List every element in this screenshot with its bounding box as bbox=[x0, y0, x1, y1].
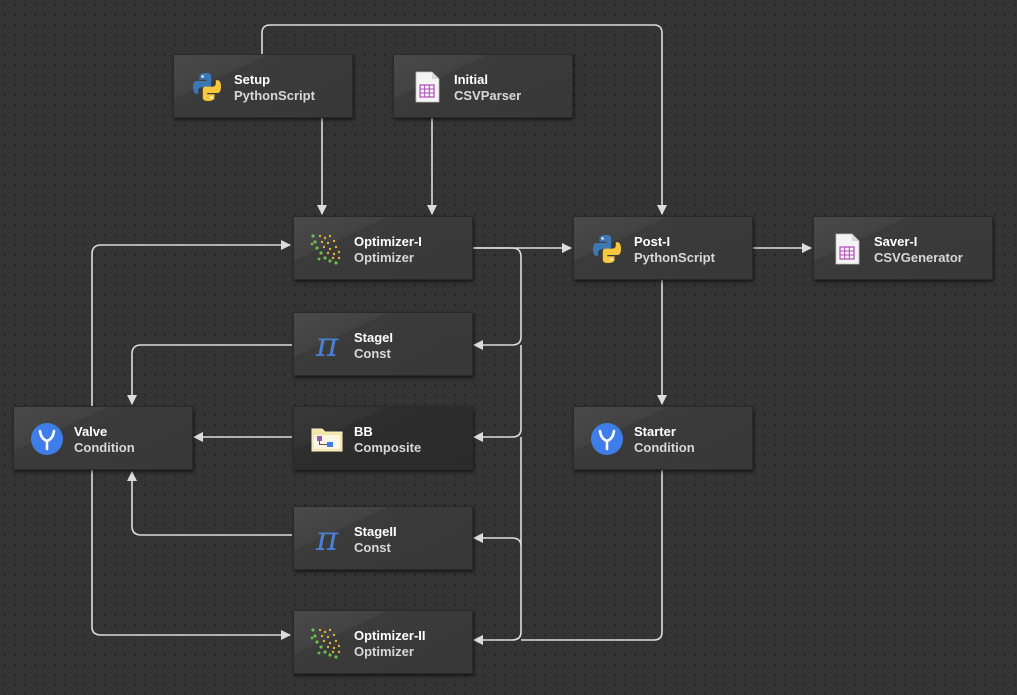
node-title: StageI bbox=[354, 330, 394, 345]
node-type: CSVGenerator bbox=[874, 250, 963, 265]
node-saver-i[interactable]: Saver-I CSVGenerator bbox=[813, 216, 993, 280]
edge-optimizer-i-optimizer-ii[interactable] bbox=[473, 546, 522, 645]
pi-icon: π bbox=[315, 519, 339, 559]
condition-branch-icon bbox=[591, 423, 623, 455]
node-title: Optimizer-I bbox=[354, 234, 422, 249]
node-type: Condition bbox=[634, 440, 695, 455]
python-icon bbox=[593, 235, 621, 263]
optimizer-dots-icon bbox=[310, 234, 341, 265]
node-title: StageII bbox=[354, 524, 397, 539]
node-post-i[interactable]: Post-I PythonScript bbox=[573, 216, 753, 280]
node-title: Saver-I bbox=[874, 234, 918, 249]
edge-valve-optimizer-i[interactable] bbox=[91, 240, 291, 406]
node-type: Optimizer bbox=[354, 644, 414, 659]
edge-valve-optimizer-ii[interactable] bbox=[91, 470, 291, 640]
node-title: Starter bbox=[634, 424, 676, 439]
node-starter[interactable]: Starter Condition bbox=[573, 406, 753, 470]
edge-optimizer-i-bb[interactable] bbox=[473, 345, 522, 442]
node-title: Initial bbox=[454, 72, 488, 87]
node-stageii[interactable]: π StageII Const bbox=[293, 506, 473, 570]
node-title: Valve bbox=[74, 424, 108, 439]
node-type: Const bbox=[354, 540, 391, 555]
node-type: PythonScript bbox=[634, 250, 715, 265]
node-title: Optimizer-II bbox=[354, 628, 426, 643]
optimizer-dots-icon bbox=[310, 628, 341, 659]
python-icon bbox=[193, 73, 221, 101]
edge-stageii-valve[interactable] bbox=[127, 471, 292, 536]
node-setup[interactable]: Setup PythonScript bbox=[173, 54, 353, 118]
node-stagei[interactable]: π StageI Const bbox=[293, 312, 473, 376]
node-optimizer-ii[interactable]: Optimizer-II Optimizer bbox=[293, 610, 473, 674]
node-type: Const bbox=[354, 346, 391, 361]
node-type: Condition bbox=[74, 440, 135, 455]
csv-file-icon bbox=[415, 71, 440, 103]
edge-setup-post-i[interactable] bbox=[261, 24, 667, 215]
csv-file-icon bbox=[835, 233, 860, 265]
node-type: CSVParser bbox=[454, 88, 522, 103]
edge-optimizer-i-stagei[interactable] bbox=[472, 247, 522, 350]
condition-branch-icon bbox=[31, 423, 63, 455]
composite-folder-icon bbox=[311, 428, 343, 452]
node-title: Setup bbox=[234, 72, 271, 87]
node-title: BB bbox=[354, 424, 373, 439]
node-bb[interactable]: BB Composite bbox=[293, 406, 473, 470]
node-title: Post-I bbox=[634, 234, 671, 249]
node-type: Optimizer bbox=[354, 250, 414, 265]
node-type: PythonScript bbox=[234, 88, 315, 103]
edge-starter-optimizer-ii[interactable] bbox=[521, 470, 663, 641]
edge-optimizer-i-stageii[interactable] bbox=[473, 436, 522, 547]
pi-icon: π bbox=[315, 325, 339, 365]
node-valve[interactable]: Valve Condition bbox=[13, 406, 193, 470]
node-optimizer-i[interactable]: Optimizer-I Optimizer bbox=[293, 216, 473, 280]
edge-stagei-valve[interactable] bbox=[127, 344, 292, 405]
node-type: Composite bbox=[354, 440, 422, 455]
node-initial[interactable]: Initial CSVParser bbox=[393, 54, 573, 118]
